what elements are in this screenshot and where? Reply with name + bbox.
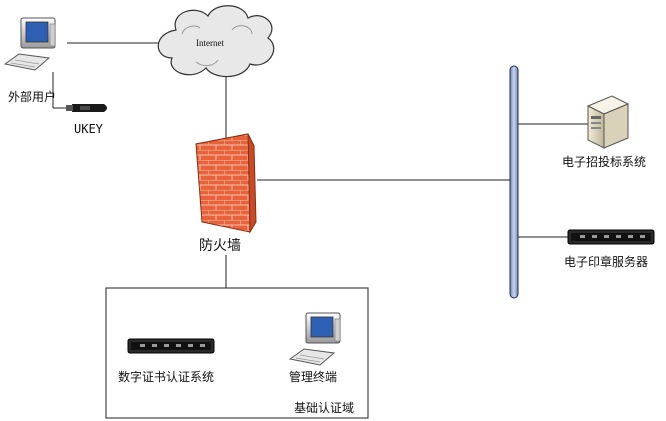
seal-server-label: 电子印章服务器 <box>564 254 648 269</box>
tower-server-icon <box>586 95 630 149</box>
rack-server-icon <box>127 338 215 354</box>
internet-label: Internet <box>196 38 224 48</box>
mgmt-terminal-label: 管理终端 <box>289 369 337 384</box>
computer-icon <box>288 312 341 366</box>
connections <box>52 42 588 288</box>
bidding-system-label: 电子招投标系统 <box>562 154 646 169</box>
cloud-icon <box>157 5 275 78</box>
brick-wall-icon <box>195 133 257 234</box>
ca-domain-box <box>105 287 369 419</box>
ukey-label: UKEY <box>74 122 104 136</box>
rack-server-icon <box>567 229 655 245</box>
usb-key-icon <box>66 104 107 112</box>
network-bus-icon <box>509 65 519 299</box>
external-user-label: 外部用户 <box>8 89 56 104</box>
firewall-label: 防火墙 <box>199 238 241 254</box>
ca-domain-label: 基础认证域 <box>294 401 354 415</box>
ca-system-label: 数字证书认证系统 <box>118 369 214 384</box>
computer-icon <box>3 17 56 71</box>
